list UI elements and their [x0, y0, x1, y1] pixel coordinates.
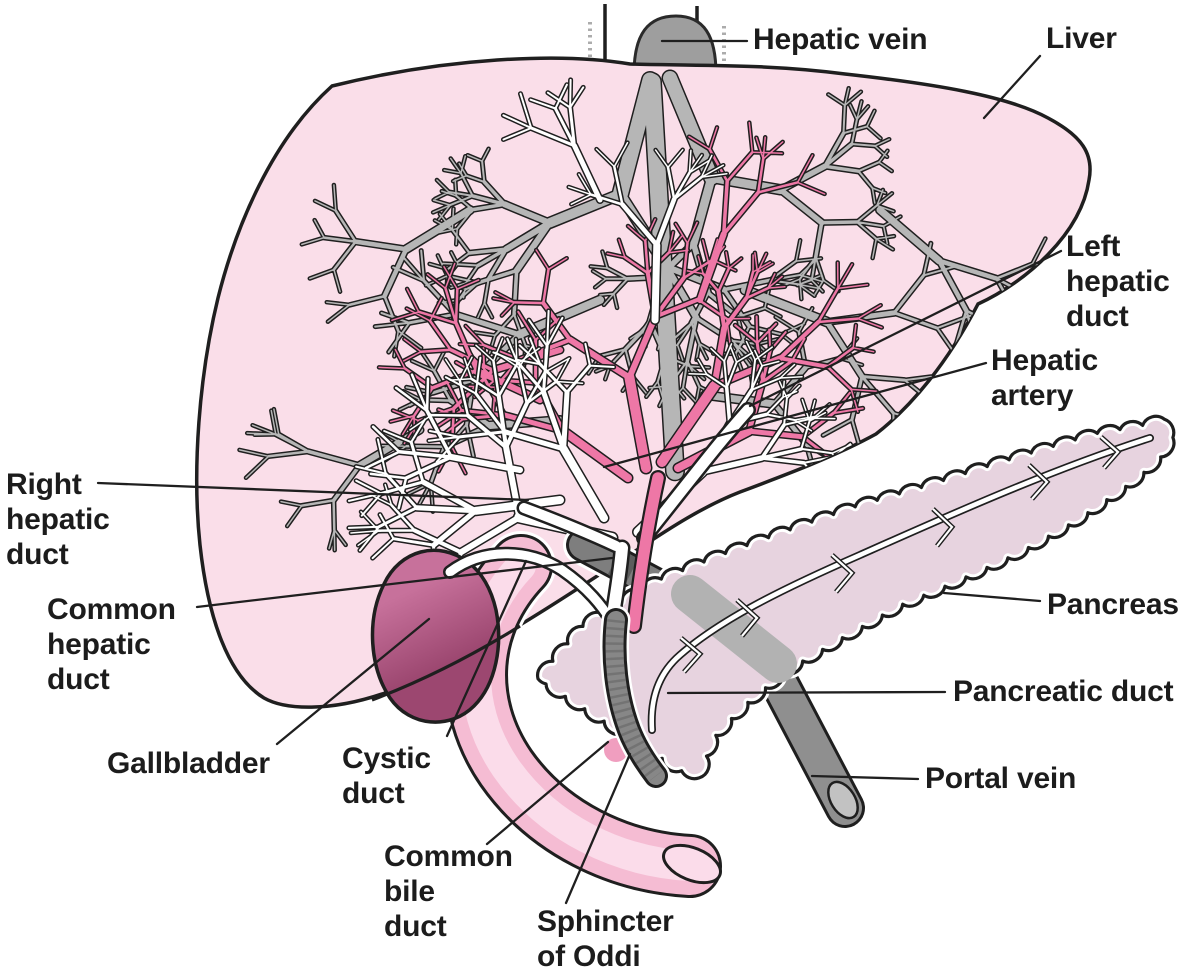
label-portal-vein: Portal vein	[925, 761, 1076, 796]
label-pancreatic-duct: Pancreatic duct	[953, 674, 1173, 709]
label-pancreas: Pancreas	[1047, 587, 1179, 622]
label-liver: Liver	[1046, 21, 1117, 56]
pancreas-leader-line	[944, 593, 1040, 601]
label-gallbladder: Gallbladder	[107, 746, 270, 781]
pancreatic-duct-leader-line	[668, 692, 945, 693]
label-hepatic-artery: Hepatic artery	[991, 343, 1098, 413]
label-hepatic-vein: Hepatic vein	[753, 22, 927, 57]
label-common-hepatic-duct: Common hepatic duct	[47, 592, 176, 697]
label-right-hepatic-duct: Right hepatic duct	[6, 467, 110, 572]
label-left-hepatic-duct: Left hepatic duct	[1066, 229, 1170, 334]
label-cystic-duct: Cystic duct	[342, 741, 431, 811]
label-common-bile-duct: Common bile duct	[384, 839, 513, 944]
label-sphincter-of-oddi: Sphincter of Oddi	[537, 904, 674, 974]
